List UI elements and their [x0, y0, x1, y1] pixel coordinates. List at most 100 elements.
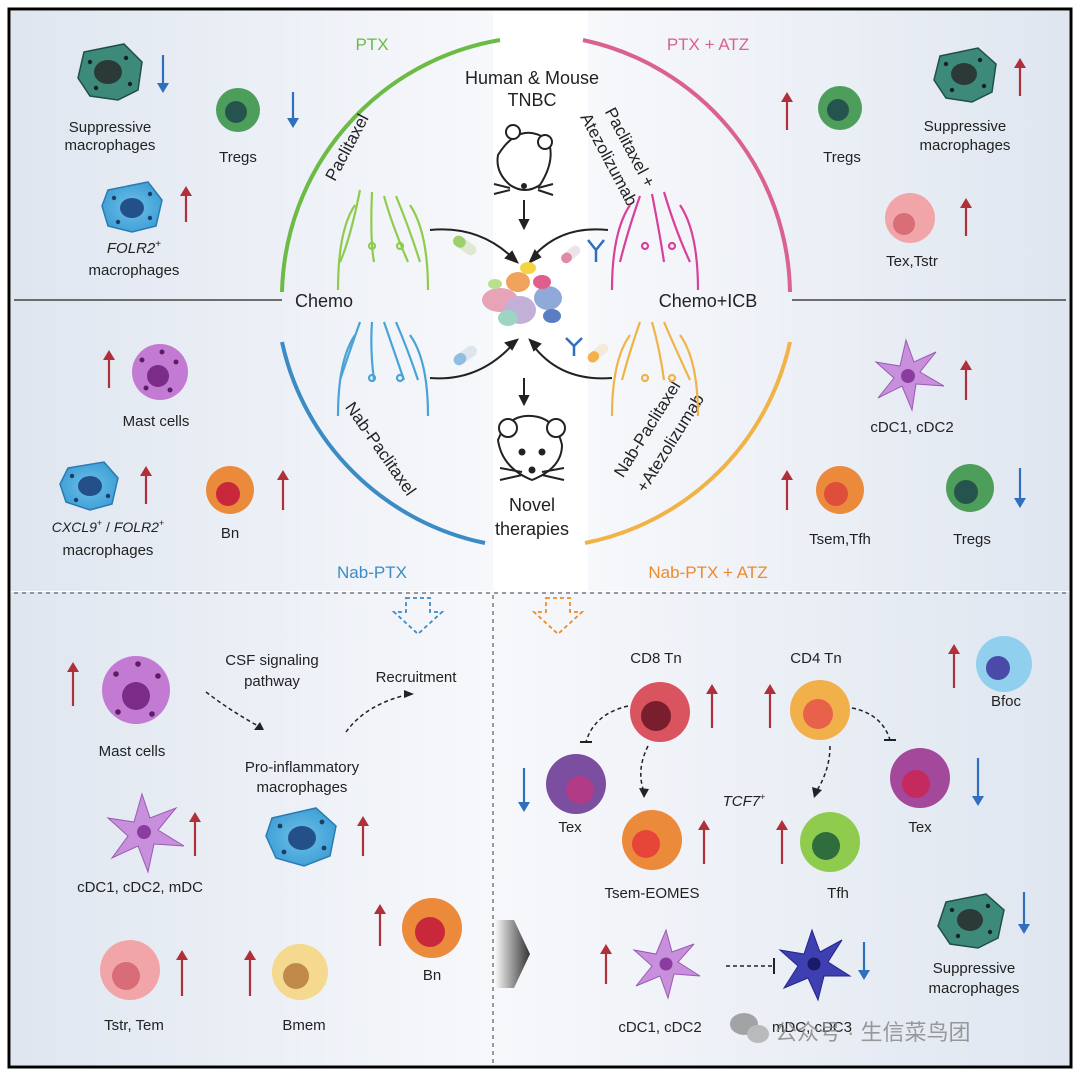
novel-2: therapies: [495, 519, 569, 539]
bn-bl-label: Bn: [423, 967, 441, 984]
tfh-label: Tfh: [827, 885, 849, 902]
arrow-up-folr2: [180, 186, 192, 222]
supp-mac-tl-line2: macrophages: [65, 137, 156, 154]
umap-cluster-icon: [482, 262, 562, 326]
torso-nab-atz-icon: [610, 321, 700, 417]
arrow-up-tregs-tr: [781, 92, 793, 130]
bmem-cell-icon: [272, 944, 328, 1000]
dashed-arrow-blue-icon: [391, 597, 445, 636]
tex-cell-icon-right: [890, 748, 950, 808]
folr2-macrophage-icon: [101, 181, 163, 233]
arrow-down-tregs-tl: [287, 92, 299, 128]
tsem-tfh-label: Tsem,Tfh: [809, 531, 871, 548]
folr2-label-line2: macrophages: [89, 262, 180, 279]
arrow-up-cd8: [706, 684, 718, 728]
label-chemo: Chemo: [295, 291, 353, 311]
bfoc-cell-icon: [976, 636, 1032, 692]
torso-ptx-icon: [336, 189, 430, 291]
suppressive-macrophage-icon-br: [937, 893, 1005, 949]
center-title-1: Human & Mouse: [465, 68, 599, 88]
title-ptx: PTX: [355, 35, 388, 54]
arrow-down-supp-mac-br: [1018, 892, 1030, 934]
mouse-bottom-icon: [496, 414, 566, 482]
cxcl9-label-line2: macrophages: [63, 542, 154, 559]
watermark-text: 公众号 · 生信菜鸟团: [775, 1020, 971, 1045]
folr2-label-line1: FOLR2+: [107, 239, 161, 257]
proinf-line2: macrophages: [257, 779, 348, 796]
arrowhead-cd4: [812, 787, 822, 798]
arc-ptx-atz: [582, 38, 792, 293]
proinf-line1: Pro-inflammatory: [245, 759, 360, 776]
cdc-star-cell-icon-mr: [874, 338, 945, 412]
bn-ml-label: Bn: [221, 525, 239, 542]
tsem-tfh-cell-icon: [816, 466, 864, 514]
supp-mac-tr-line2: macrophages: [920, 137, 1011, 154]
tex-tstr-cell-icon: [885, 193, 935, 243]
title-nab-ptx-atz: Nab-PTX + ATZ: [648, 563, 767, 582]
cd8-label: CD8 Tn: [630, 650, 681, 667]
tfh-cell-icon: [800, 812, 860, 872]
arrow-up-tsem-eomes: [698, 820, 710, 864]
mast-cell-icon-bl: [102, 656, 170, 724]
arrow-down-tex-right: [972, 758, 984, 806]
arrow-up-bn-ml: [277, 470, 289, 510]
tsem-eomes-label: Tsem-EOMES: [604, 885, 699, 902]
arrow-up-mast-bl: [67, 662, 79, 706]
wechat-icon: [730, 1013, 769, 1043]
supp-mac-tl-line1: Suppressive: [69, 119, 152, 136]
tex-tstr-label: Tex,Tstr: [886, 253, 938, 270]
mdc-label: mDC, cDC3: [772, 1019, 852, 1036]
arrow-up-cdc-br: [600, 944, 612, 984]
arrow-up-tstr-tem: [176, 950, 188, 996]
arrow-up-mast-ml: [103, 350, 115, 388]
arrowhead-recruit: [404, 690, 414, 698]
inhibition-bars: [580, 739, 896, 974]
suppressive-macrophage-icon-tr: [933, 47, 997, 103]
tregs-tl-label: Tregs: [219, 149, 257, 166]
cxcl9-label-line1: CXCL9+ / FOLR2+: [52, 518, 164, 535]
bmem-label: Bmem: [282, 1017, 325, 1034]
cdc-star-cell-icon-br: [632, 928, 701, 1000]
tcf7-label: TCF7+: [723, 792, 766, 810]
arrow-up-supp-mac-tr: [1014, 58, 1026, 96]
mast-ml-label: Mast cells: [123, 413, 190, 430]
pill-ptx-icon: [453, 235, 477, 256]
supp-mac-tr-line1: Suppressive: [924, 118, 1007, 135]
cd4-tn-cell-icon: [790, 680, 850, 740]
cxcl9-macrophage-icon: [59, 461, 119, 511]
dashed-arrow-orange-icon: [531, 597, 585, 636]
cd8-tn-cell-icon: [630, 682, 690, 742]
arc-nab-ptx-atz: [584, 341, 792, 545]
pill-nab-icon: [453, 345, 477, 366]
title-nab-ptx: Nab-PTX: [337, 563, 407, 582]
antibody-bottom-icon: [565, 337, 583, 356]
big-arrow-icon: [494, 920, 530, 988]
dashed-curve-arrows: [205, 691, 411, 733]
center-title-2: TNBC: [508, 90, 557, 110]
tregs-mr-label: Tregs: [953, 531, 991, 548]
arrow-up-tsem-tfh: [781, 470, 793, 510]
treg-cell-icon-mr: [946, 464, 994, 512]
arrowhead-cd8: [639, 788, 649, 798]
center-arrows: [429, 200, 613, 407]
torso-ptx-atz-icon: [610, 191, 700, 291]
tstr-tem-cell-icon: [100, 940, 160, 1000]
arrow-down-mdc: [858, 942, 870, 980]
bg-bottom-left: [11, 592, 493, 1065]
cdc-mr-label: cDC1, cDC2: [870, 419, 953, 436]
csf-line1: CSF signaling: [225, 652, 318, 669]
supp-br-line2: macrophages: [929, 980, 1020, 997]
arrow-up-bn-bl: [374, 904, 386, 946]
arrow-up-cdc-bl: [189, 812, 201, 856]
tex-cell-icon-left: [546, 754, 606, 814]
arrow-down-tex-left: [518, 768, 530, 812]
bn-cell-icon-bl: [402, 898, 462, 958]
treg-cell-icon-tl: [216, 88, 260, 132]
arrow-up-proinf: [357, 816, 369, 856]
cdc-bl-label: cDC1, cDC2, mDC: [77, 879, 203, 896]
recruitment-label: Recruitment: [376, 669, 458, 686]
arrow-down-tregs-mr: [1014, 468, 1026, 508]
tex-right-label: Tex: [908, 819, 932, 836]
mouse-top-icon: [493, 124, 554, 196]
arc-nab-ptx: [280, 341, 486, 545]
